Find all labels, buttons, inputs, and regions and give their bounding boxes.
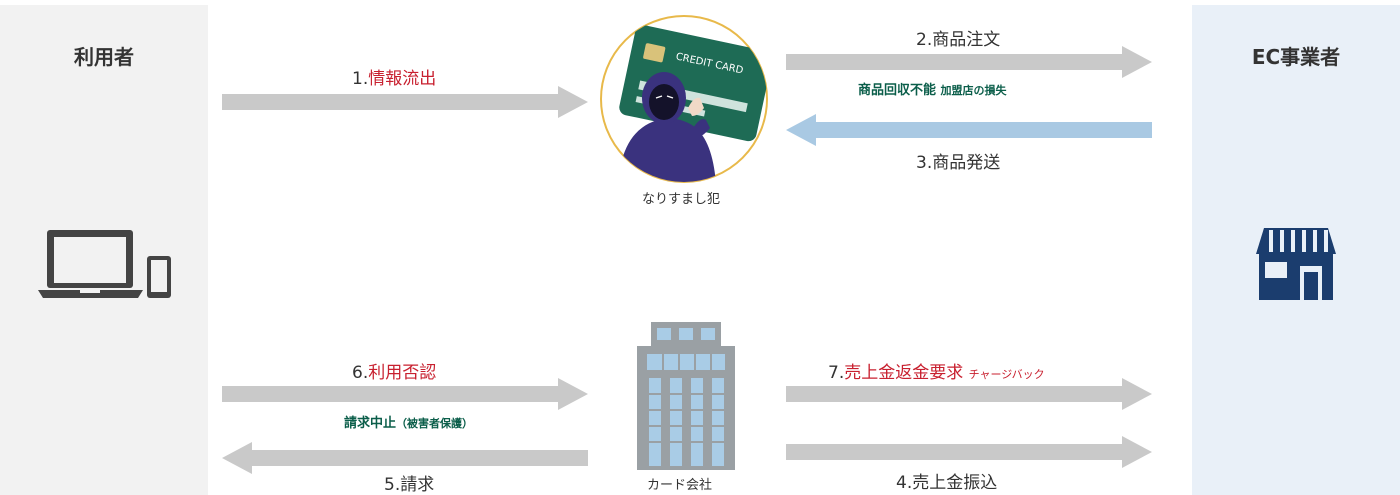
step-7-sub: チャージバック	[968, 368, 1045, 381]
laptop-icon	[38, 230, 143, 298]
step-6-note-sub: （被害者保護）	[396, 417, 474, 430]
step-3-text: 商品発送	[932, 153, 1001, 173]
arrow-3	[786, 114, 1152, 146]
step-6-text: 利用否認	[368, 363, 437, 383]
step-4-text: 売上金振込	[912, 473, 998, 493]
arrow-4	[786, 436, 1152, 468]
hooded-hacker-icon	[618, 72, 716, 182]
step-3-label: 3.商品発送	[916, 148, 1000, 173]
step-6-note: 請求中止（被害者保護）	[344, 412, 473, 431]
arrow-2	[786, 46, 1152, 78]
step-2-note-sub: 加盟店の損失	[940, 84, 1007, 97]
arrow-1	[222, 86, 588, 118]
step-1-number: 1.	[352, 69, 369, 89]
arrow-6	[222, 378, 588, 410]
step-2-number: 2.	[916, 30, 933, 50]
step-2-text: 商品注文	[932, 30, 1001, 50]
fraudster-label: なりすまし犯	[642, 192, 721, 207]
step-3-number: 3.	[916, 153, 933, 173]
step-7-text: 売上金返金要求	[844, 363, 964, 383]
office-building-icon	[637, 322, 735, 470]
phone-icon	[147, 256, 171, 298]
step-5-label: 5.請求	[384, 470, 434, 495]
step-1-label: 1.情報流出	[352, 64, 436, 89]
step-7-label: 7.売上金返金要求 チャージバック	[828, 358, 1045, 383]
step-1-text: 情報流出	[368, 69, 437, 89]
merchant-title: EC事業者	[1251, 45, 1341, 69]
step-2-label: 2.商品注文	[916, 25, 1000, 50]
fraudster-illustration: CREDIT CARD	[600, 15, 768, 183]
arrow-5	[222, 442, 588, 474]
step-6-number: 6.	[352, 363, 369, 383]
arrow-7	[786, 378, 1152, 410]
step-6-label: 6.利用否認	[352, 358, 436, 383]
step-4-label: 4.売上金振込	[896, 468, 997, 493]
user-title: 利用者	[74, 45, 134, 69]
step-7-number: 7.	[828, 363, 845, 383]
card-company-label: カード会社	[647, 478, 713, 493]
step-4-number: 4.	[896, 473, 913, 493]
step-5-number: 5.	[384, 475, 401, 495]
step-5-text: 請求	[400, 475, 435, 495]
store-icon	[1256, 228, 1336, 300]
merchant-panel: EC事業者	[1192, 5, 1400, 495]
step-2-note: 商品回収不能 加盟店の損失	[858, 79, 1007, 98]
step-2-note-main: 商品回収不能	[858, 83, 937, 98]
step-6-note-main: 請求中止	[344, 416, 397, 431]
